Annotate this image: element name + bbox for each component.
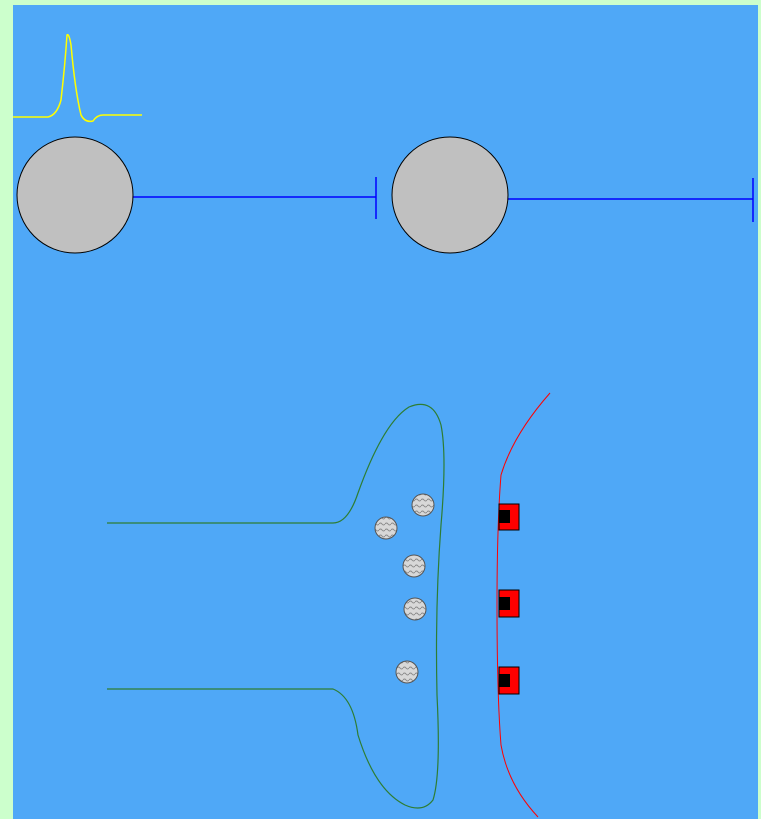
- receptor: [498, 589, 520, 618]
- synapse-diagram: [13, 33, 754, 818]
- presynaptic-terminal: [107, 403, 445, 809]
- neuron-1: [16, 136, 377, 254]
- action-potential-trace: [13, 33, 142, 123]
- receptor: [498, 503, 520, 531]
- vesicle: [374, 516, 398, 540]
- vesicle: [411, 493, 435, 517]
- vesicle: [395, 660, 419, 684]
- postsynaptic-membrane: [496, 392, 551, 818]
- soma-2[interactable]: [391, 136, 509, 254]
- receptor: [498, 666, 520, 695]
- vesicle: [403, 597, 427, 621]
- vesicle: [402, 554, 426, 578]
- soma-1[interactable]: [16, 136, 134, 254]
- simulation-canvas: [13, 5, 758, 819]
- receptor-group: [498, 503, 520, 695]
- vesicle-group: [374, 493, 435, 684]
- neuron-2: [391, 136, 754, 254]
